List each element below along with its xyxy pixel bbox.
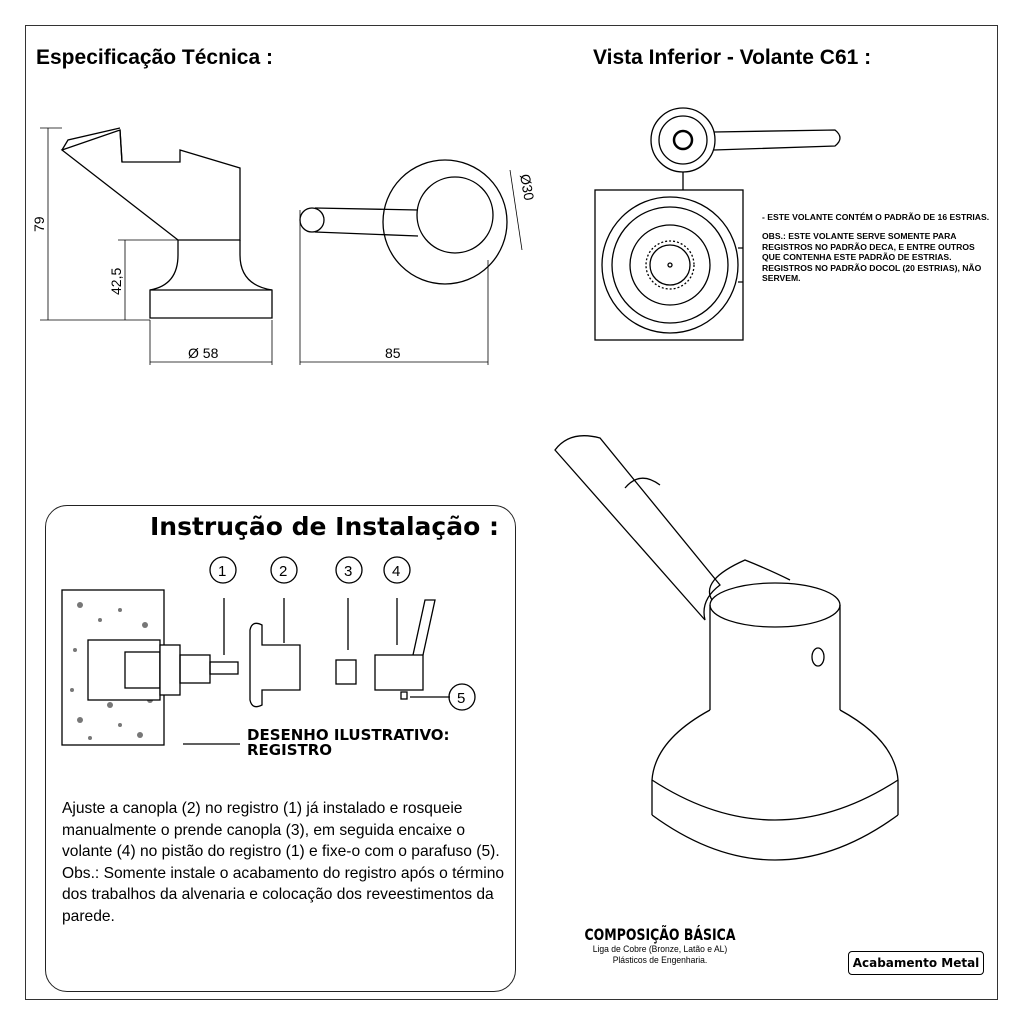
- illustrative-label-line2: REGISTRO: [247, 741, 333, 759]
- isometric-drawing: [554, 435, 899, 861]
- part-label-1: 1: [218, 563, 226, 580]
- part-label-5: 5: [457, 690, 465, 707]
- note-line-1: - ESTE VOLANTE CONTÉM O PADRÃO DE 16 EST…: [762, 212, 990, 222]
- note-line-2: OBS.: ESTE VOLANTE SERVE SOMENTE PARA RE…: [762, 231, 975, 263]
- bottom-view-title: Vista Inferior - Volante C61 :: [593, 46, 872, 69]
- illustrative-label: DESENHO ILUSTRATIVO: REGISTRO: [247, 728, 450, 758]
- note-line-3: REGISTROS NO PADRÃO DOCOL (20 ESTRIAS), …: [762, 262, 982, 284]
- page-frame: [25, 25, 998, 1000]
- illustrative-label-line1: DESENHO ILUSTRATIVO:: [247, 726, 450, 744]
- installation-instructions: Ajuste a canopla (2) no registro (1) já …: [62, 800, 500, 860]
- dim-handle-diameter: Ø30: [517, 173, 537, 202]
- front-view-drawing: [299, 159, 523, 365]
- part-label-2: 2: [279, 563, 287, 580]
- composition-line-1: Liga de Cobre (Bronze, Latão e AL): [592, 944, 728, 955]
- composition-title: COMPOSIÇÃO BÁSICA: [584, 925, 736, 944]
- installation-panel: [45, 505, 516, 992]
- dim-length: 85: [385, 345, 401, 361]
- installation-text: Ajuste a canopla (2) no registro (1) já …: [62, 798, 512, 927]
- composition-line-2: Plásticos de Engenharia.: [612, 955, 708, 966]
- bottom-view-drawing: [594, 107, 841, 341]
- spec-title: Especificação Técnica :: [36, 46, 273, 69]
- installation-obs: Obs.: Somente instale o acabamento do re…: [62, 864, 505, 925]
- side-view-drawing: [40, 127, 273, 365]
- finish-badge: Acabamento Metal: [848, 951, 984, 975]
- installation-title: Instrução de Instalação :: [150, 512, 499, 541]
- bottom-view-notes: - ESTE VOLANTE CONTÉM O PADRÃO DE 16 EST…: [762, 212, 992, 292]
- dim-height-base: 42,5: [108, 268, 124, 295]
- part-label-3: 3: [344, 563, 352, 580]
- part-label-4: 4: [392, 563, 400, 580]
- composition: COMPOSIÇÃO BÁSICA Liga de Cobre (Bronze,…: [560, 925, 760, 966]
- dim-base-diameter: Ø 58: [188, 345, 219, 361]
- dim-height-total: 79: [31, 216, 47, 232]
